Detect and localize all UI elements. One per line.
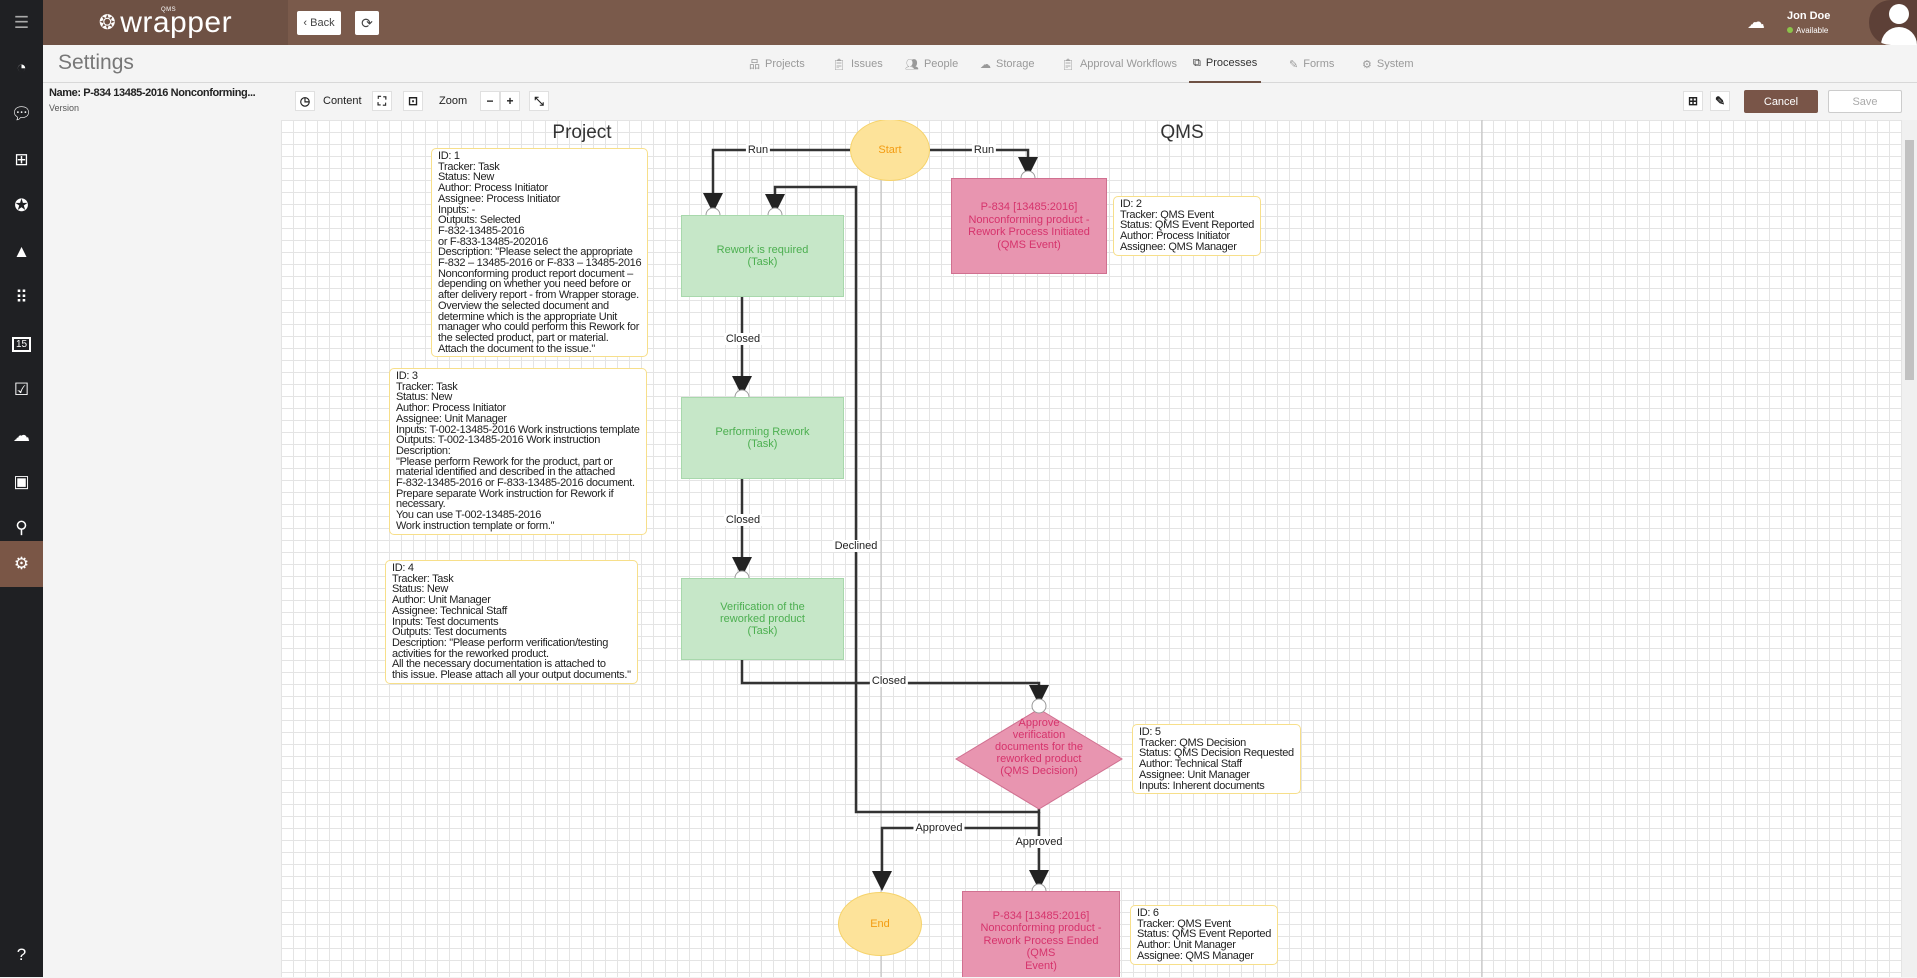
apps-grid-icon[interactable]: ⠿ [15, 288, 28, 307]
process-name: Name: P-834 13485-2016 Nonconforming... [49, 87, 256, 99]
tab-approval-workflows[interactable]: 📋︎Approval Workflows [1061, 58, 1177, 71]
decision-label[interactable]: Approve verification documents for the r… [994, 717, 1084, 777]
dashboard-icon[interactable]: ◔ [16, 58, 27, 77]
zoom-reset-icon[interactable]: ⤡ [529, 91, 549, 111]
edge-label-run: Run [745, 144, 771, 156]
calendar-icon[interactable]: 15 [0, 321, 43, 367]
lane-title-qms: QMS [1160, 122, 1204, 143]
tab-processes[interactable]: ⧉Processes [1189, 45, 1262, 83]
edge-label-closed: Closed [869, 675, 909, 687]
info-box-id3: ID: 3 Tracker: Task Status: New Author: … [389, 368, 647, 535]
zoom-label: Zoom [439, 95, 468, 107]
checkbox-icon[interactable]: ☑ [13, 380, 30, 399]
menu-icon[interactable]: ☰ [13, 12, 30, 32]
save-button[interactable]: Save [1828, 90, 1902, 113]
tab-storage[interactable]: ☁Storage [980, 58, 1035, 71]
cloud-icon[interactable]: ☁ [13, 426, 30, 445]
tab-system[interactable]: ⚙System [1362, 58, 1414, 71]
processes-icon: ⧉ [1193, 56, 1201, 69]
tab-forms[interactable]: ✎Forms [1289, 58, 1335, 71]
edge-label-run: Run [971, 144, 997, 156]
sidebar: ☰ ◔ 💬︎ ⊞ ✪ ▲ ⠿ 15 ☑ ☁ ▣ ⚲ ⚙ ? [0, 0, 43, 977]
add-element-icon[interactable]: ⊞ [1683, 91, 1703, 111]
info-box-id2: ID: 2 Tracker: QMS Event Status: QMS Eve… [1113, 196, 1262, 256]
settings-gears-icon[interactable]: ⚙ [0, 541, 43, 587]
task-performing-rework[interactable]: Performing Rework (Task) [681, 397, 844, 479]
edit-pencil-icon[interactable]: ✎ [1710, 91, 1730, 111]
process-toolbar: Name: P-834 13485-2016 Nonconforming... … [43, 83, 1917, 120]
event-rework-ended[interactable]: P-834 [13485:2016] Nonconforming product… [962, 891, 1120, 977]
user-status: Available [1787, 26, 1828, 35]
tab-people[interactable]: 👥︎People [905, 58, 959, 71]
end-node[interactable]: End [838, 892, 922, 956]
lane-title-project: Project [552, 122, 612, 143]
history-button[interactable]: ◷ [295, 91, 315, 111]
start-node[interactable]: Start [850, 120, 930, 181]
search-icon[interactable]: ⚲ [15, 518, 28, 537]
avatar[interactable] [1869, 0, 1917, 45]
edge-label-approved: Approved [913, 822, 965, 834]
edge-label-closed: Closed [723, 333, 763, 345]
process-diagram-canvas[interactable]: Project QMS Start End Rework is required… [281, 120, 1902, 977]
clipboard-icon: 📋︎ [832, 58, 846, 71]
info-box-id5: ID: 5 Tracker: QMS Decision Status: QMS … [1132, 724, 1301, 795]
edge-label-approved: Approved [1013, 836, 1065, 848]
clipboard-icon: 📋︎ [1061, 58, 1075, 71]
info-box-id1: ID: 1 Tracker: Task Status: New Author: … [431, 148, 649, 358]
edge-run-1 [703, 148, 850, 213]
forms-icon: ✎ [1289, 58, 1299, 71]
projects-icon: 品 [749, 59, 760, 71]
info-box-id4: ID: 4 Tracker: Task Status: New Author: … [385, 560, 638, 684]
content-label: Content [323, 95, 362, 107]
user-area[interactable]: ☁ Jon Doe Available [1737, 0, 1917, 45]
chat-icon[interactable]: 💬︎ [10, 104, 33, 123]
decision-diamond [955, 708, 1123, 810]
people-icon: 👥︎ [905, 58, 919, 71]
refresh-button[interactable]: ⟳ [355, 11, 379, 35]
task-rework-required[interactable]: Rework is required (Task) [681, 215, 844, 297]
warning-icon[interactable]: ▲ [13, 242, 30, 261]
tab-issues[interactable]: 📋︎Issues [832, 58, 883, 71]
port [1031, 698, 1047, 714]
help-icon[interactable]: ? [16, 945, 27, 964]
task-verification[interactable]: Verification of the reworked product (Ta… [681, 578, 844, 660]
edge-label-closed: Closed [723, 514, 763, 526]
zoom-in-button[interactable]: + [500, 91, 520, 111]
center-content-icon[interactable]: ⊡ [403, 91, 423, 111]
award-icon[interactable]: ✪ [14, 196, 29, 215]
back-button[interactable]: ‹ Back [297, 11, 341, 35]
upload-cloud-icon[interactable]: ☁ [1747, 12, 1765, 32]
cancel-button[interactable]: Cancel [1744, 90, 1818, 113]
version-label: Version [49, 103, 80, 113]
vertical-scrollbar[interactable] [1902, 120, 1917, 977]
event-rework-initiated[interactable]: P-834 [13485:2016] Nonconforming product… [951, 178, 1107, 274]
scrollbar-thumb[interactable] [1905, 140, 1914, 380]
fit-content-icon[interactable]: ⛶ [372, 91, 392, 111]
edge-label-declined: Declined [832, 540, 880, 552]
zoom-out-button[interactable]: − [480, 91, 500, 111]
certificate-icon[interactable]: ▣ [13, 472, 30, 491]
user-name: Jon Doe [1787, 10, 1831, 22]
info-box-id6: ID: 6 Tracker: QMS Event Status: QMS Eve… [1130, 905, 1279, 965]
edge-declined [765, 185, 1041, 814]
gears-icon: ⚙ [1362, 58, 1372, 71]
edge-run-2 [930, 148, 1038, 177]
page-title: Settings [58, 51, 134, 74]
diagram-connectors [703, 120, 1483, 977]
organization-icon[interactable]: ⊞ [14, 150, 29, 169]
cloud-icon: ☁ [980, 58, 991, 71]
